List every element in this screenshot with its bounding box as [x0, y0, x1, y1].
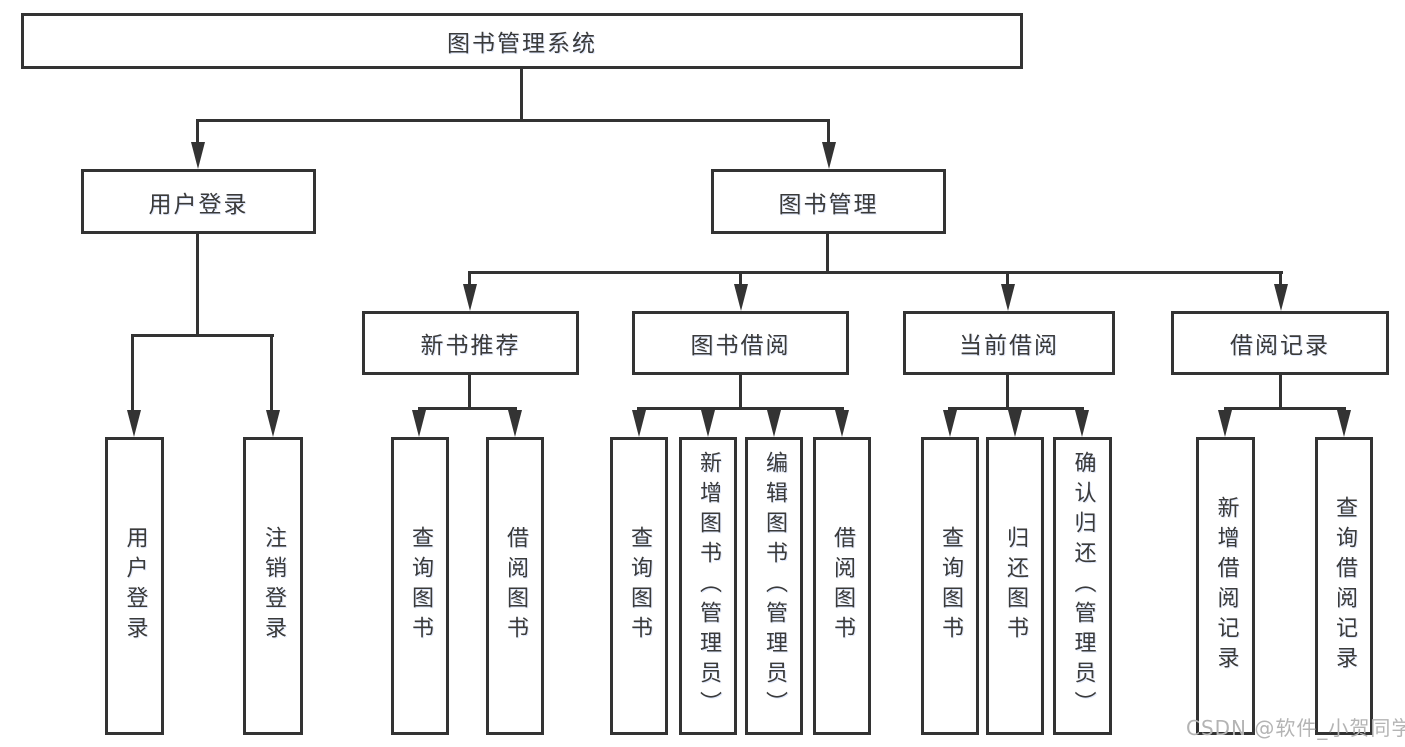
node-borrow-records: 借阅记录 — [1171, 311, 1389, 375]
connector-line — [468, 375, 471, 410]
leaf-label: 查询图书 — [938, 526, 963, 646]
arrow-down-icon — [767, 410, 781, 437]
arrow-down-icon — [266, 410, 280, 437]
leaf-label: 借阅图书 — [503, 526, 528, 646]
leaf-user-login: 用户登录 — [105, 437, 164, 735]
arrow-down-icon — [412, 410, 426, 437]
connector-line — [826, 234, 829, 274]
arrow-down-icon — [191, 142, 205, 169]
connector-line — [469, 271, 1283, 274]
leaf-label: 确认归还（管理员） — [1070, 451, 1096, 721]
arrow-down-icon — [822, 142, 836, 169]
connector-line — [948, 407, 1084, 410]
node-new-book-recommend: 新书推荐 — [362, 311, 579, 375]
leaf-borrow-books: 借阅图书 — [813, 437, 871, 735]
connector-line — [197, 119, 830, 122]
arrow-down-icon — [1274, 284, 1288, 311]
connector-line — [270, 334, 273, 412]
leaf-add-borrow-record: 新增借阅记录 — [1196, 437, 1255, 735]
arrow-down-icon — [1337, 410, 1351, 437]
connector-line — [1279, 375, 1282, 410]
leaf-label: 用户登录 — [122, 526, 148, 646]
connector-line — [827, 119, 830, 147]
leaf-borrow-books-recommend: 借阅图书 — [486, 437, 544, 735]
leaf-edit-books-admin: 编辑图书（管理员） — [745, 437, 803, 735]
leaf-label: 查询图书 — [408, 526, 433, 646]
leaf-query-books-current: 查询图书 — [921, 437, 979, 735]
connector-line — [131, 334, 134, 412]
connector-line — [468, 271, 471, 287]
leaf-logout: 注销登录 — [243, 437, 303, 735]
connector-line — [196, 234, 199, 336]
node-label: 当前借阅 — [959, 333, 1059, 359]
connector-line — [739, 271, 742, 287]
leaf-query-books-borrow: 查询图书 — [610, 437, 668, 735]
arrow-down-icon — [835, 410, 849, 437]
arrow-down-icon — [632, 410, 646, 437]
leaf-confirm-return-admin: 确认归还（管理员） — [1053, 437, 1112, 735]
leaf-label: 新增图书（管理员） — [696, 451, 721, 721]
leaf-label: 编辑图书（管理员） — [762, 451, 787, 721]
leaf-add-books-admin: 新增图书（管理员） — [679, 437, 737, 735]
node-user-login: 用户登录 — [81, 169, 316, 234]
arrow-down-icon — [701, 410, 715, 437]
leaf-label: 归还图书 — [1003, 526, 1028, 646]
connector-line — [132, 334, 274, 337]
arrow-down-icon — [734, 284, 748, 311]
connector-line — [1006, 375, 1009, 410]
node-book-borrow: 图书借阅 — [632, 311, 849, 375]
arrow-down-icon — [1008, 410, 1022, 437]
connector-line — [520, 69, 523, 121]
arrow-down-icon — [463, 284, 477, 311]
node-label: 图书借阅 — [690, 333, 791, 359]
leaf-label: 查询图书 — [627, 526, 652, 646]
connector-line — [196, 119, 199, 147]
connector-line — [739, 375, 742, 410]
leaf-label: 注销登录 — [261, 526, 286, 646]
connector-line — [418, 407, 517, 410]
leaf-label: 查询借阅记录 — [1332, 496, 1357, 676]
node-label: 图书管理系统 — [447, 31, 597, 57]
arrow-down-icon — [1075, 410, 1089, 437]
node-label: 用户登录 — [148, 191, 249, 218]
connector-line — [637, 407, 844, 410]
leaf-query-borrow-record: 查询借阅记录 — [1315, 437, 1373, 735]
arrow-down-icon — [943, 410, 957, 437]
csdn-watermark: CSDN @软件_小贺同学 — [1186, 716, 1405, 740]
node-label: 新书推荐 — [420, 333, 521, 359]
node-book-management: 图书管理 — [711, 169, 946, 234]
arrow-down-icon — [127, 410, 141, 437]
arrow-down-icon — [508, 410, 522, 437]
leaf-query-books-recommend: 查询图书 — [391, 437, 449, 735]
leaf-label: 新增借阅记录 — [1213, 496, 1239, 676]
node-label: 图书管理 — [778, 191, 879, 218]
leaf-return-books: 归还图书 — [986, 437, 1044, 735]
arrow-down-icon — [1218, 410, 1232, 437]
node-library-system: 图书管理系统 — [21, 13, 1023, 69]
connector-line — [1006, 271, 1009, 287]
connector-line — [1224, 407, 1346, 410]
node-label: 借阅记录 — [1230, 333, 1330, 359]
connector-line — [1279, 271, 1282, 287]
leaf-label: 借阅图书 — [830, 526, 855, 646]
node-current-borrow: 当前借阅 — [903, 311, 1115, 375]
arrow-down-icon — [1001, 284, 1015, 311]
